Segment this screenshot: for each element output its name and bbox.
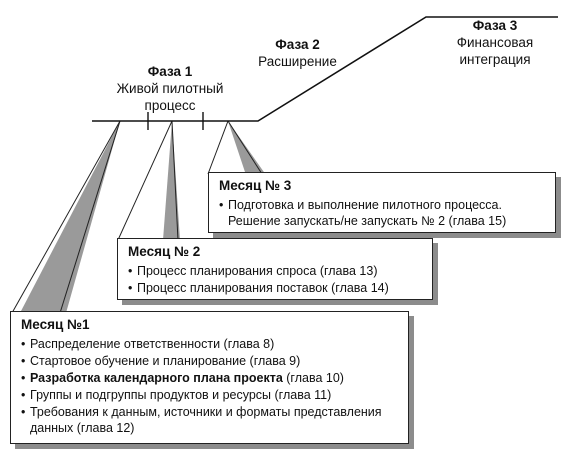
phase-2-label: Фаза 2 Расширение	[245, 36, 350, 70]
list-item: Процесс планирования поставок (глава 14)	[128, 280, 422, 296]
month-2-title: Месяц № 2	[128, 244, 201, 259]
phase-2-description: Расширение	[258, 54, 337, 69]
phase-1-label: Фаза 1 Живой пилотный процесс	[95, 63, 245, 114]
list-item: Распределение ответственности (глава 8)	[21, 336, 398, 352]
list-item: Процесс планирования спроса (глава 13)	[128, 263, 422, 279]
month-3-box: Месяц № 3 Подготовка и выполнение пилотн…	[208, 172, 556, 233]
month-2-box: Месяц № 2 Процесс планирования спроса (г…	[117, 238, 433, 300]
chapter-ref: (глава 10)	[282, 371, 344, 385]
callout-wedge-month1	[20, 121, 120, 313]
phase-3-description: Финансовая интеграция	[456, 35, 534, 67]
list-item-highlighted: Разработка календарного плана проекта (г…	[21, 370, 398, 386]
phase-2-title: Фаза 2	[275, 37, 320, 52]
list-item: Стартовое обучение и планирование (глава…	[21, 353, 398, 369]
month-3-title: Месяц № 3	[219, 178, 292, 193]
phase-1-description: Живой пилотный процесс	[116, 81, 224, 113]
month-1-box: Месяц №1 Распределение ответственности (…	[10, 311, 409, 444]
phase-3-title: Фаза 3	[472, 18, 518, 33]
list-item: Подготовка и выполнение пилотного процес…	[219, 197, 545, 229]
highlighted-task: Разработка календарного плана проекта	[30, 371, 283, 385]
callout-wedge-month2	[163, 121, 180, 240]
list-item: Группы и подгруппы продуктов и ресурсы (…	[21, 387, 398, 403]
timeline-line	[92, 16, 558, 122]
phase-3-label: Фаза 3 Финансовая интеграция	[440, 17, 550, 68]
phase-1-title: Фаза 1	[147, 64, 193, 79]
month-1-title: Месяц №1	[21, 317, 90, 332]
list-item: Требования к данным, источники и форматы…	[21, 404, 398, 436]
callout-wedge-month3	[228, 121, 266, 175]
